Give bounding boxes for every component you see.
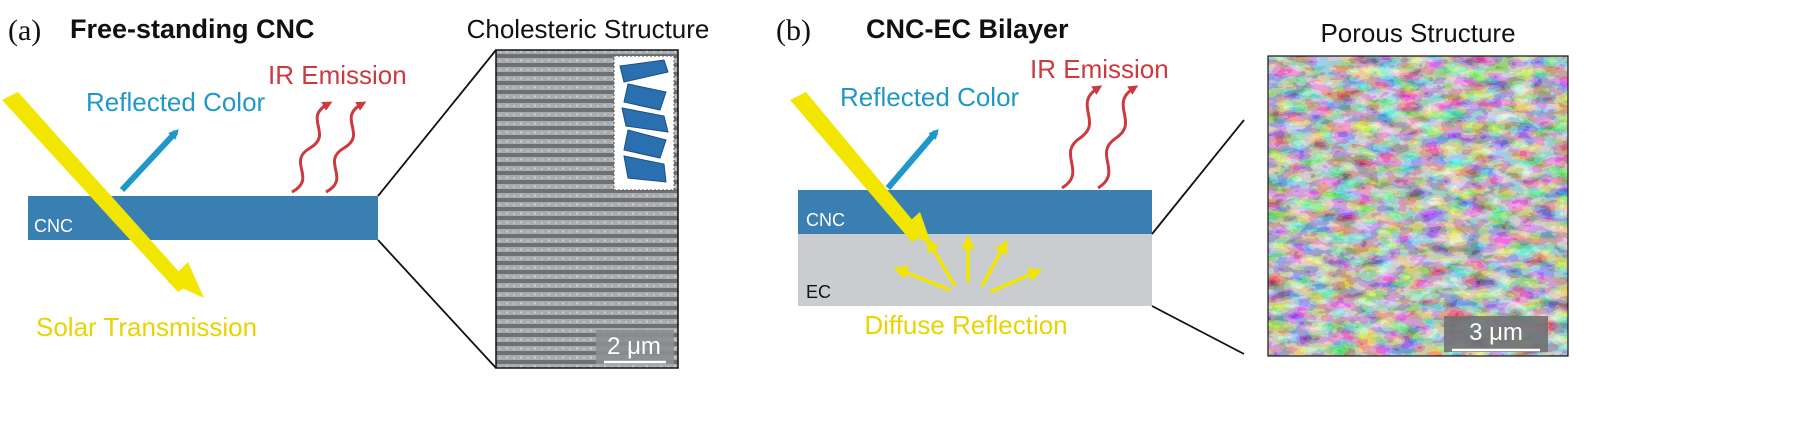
panel-a-cnc-label: CNC <box>34 216 73 236</box>
diffuse-arrows-icon <box>893 235 1043 294</box>
zoom-line-a-top <box>377 49 497 197</box>
panel-b-diffuse-label: Diffuse Reflection <box>864 310 1067 340</box>
panel-a-reflect-arrow-icon <box>119 129 179 193</box>
panel-a-reflected-label: Reflected Color <box>86 87 266 117</box>
panel-a-solar-beam-icon <box>2 92 190 292</box>
panel-a-ir-waves-icon <box>291 101 367 194</box>
panel-b-ir-label: IR Emission <box>1030 54 1169 84</box>
zoom-line-b-top <box>1151 119 1245 235</box>
panel-b-solar-arrowhead-icon <box>902 212 932 246</box>
panel-b-reflected-label: Reflected Color <box>840 82 1020 112</box>
panel-b-title: CNC-EC Bilayer <box>866 14 1069 44</box>
zoom-line-a-bottom <box>377 239 497 369</box>
panel-a-label: (a) <box>8 14 41 47</box>
inset-a-scale-label: 2 μm <box>607 333 661 360</box>
panel-b-reflect-arrow-icon <box>885 128 939 190</box>
panel-a-ir-label: IR Emission <box>268 60 407 90</box>
inset-a-title: Cholesteric Structure <box>467 14 710 44</box>
zoom-line-b-bottom <box>1151 305 1245 355</box>
panel-a-cnc-layer <box>28 196 378 240</box>
inset-b-title: Porous Structure <box>1320 18 1515 48</box>
panel-b-solar-beam-icon <box>790 92 924 242</box>
panel-a-solar-arrowhead-icon <box>168 262 204 298</box>
panel-a-transmission-label: Solar Transmission <box>36 312 257 342</box>
inset-a-scale-box <box>596 330 674 364</box>
panel-b-ir-waves-icon <box>1061 85 1139 190</box>
panel-b-label: (b) <box>776 14 811 47</box>
helix-icon <box>619 59 669 183</box>
inset-b-scale-box <box>1444 316 1548 352</box>
panel-b-cnc-layer <box>798 190 1152 234</box>
panel-b-ec-layer <box>798 234 1152 306</box>
inset-b-scale-label: 3 μm <box>1469 319 1523 346</box>
panel-b-ec-label: EC <box>806 282 831 302</box>
porous-image <box>1268 56 1568 356</box>
panel-a-title: Free-standing CNC <box>70 14 315 44</box>
panel-b-cnc-label: CNC <box>806 210 845 230</box>
